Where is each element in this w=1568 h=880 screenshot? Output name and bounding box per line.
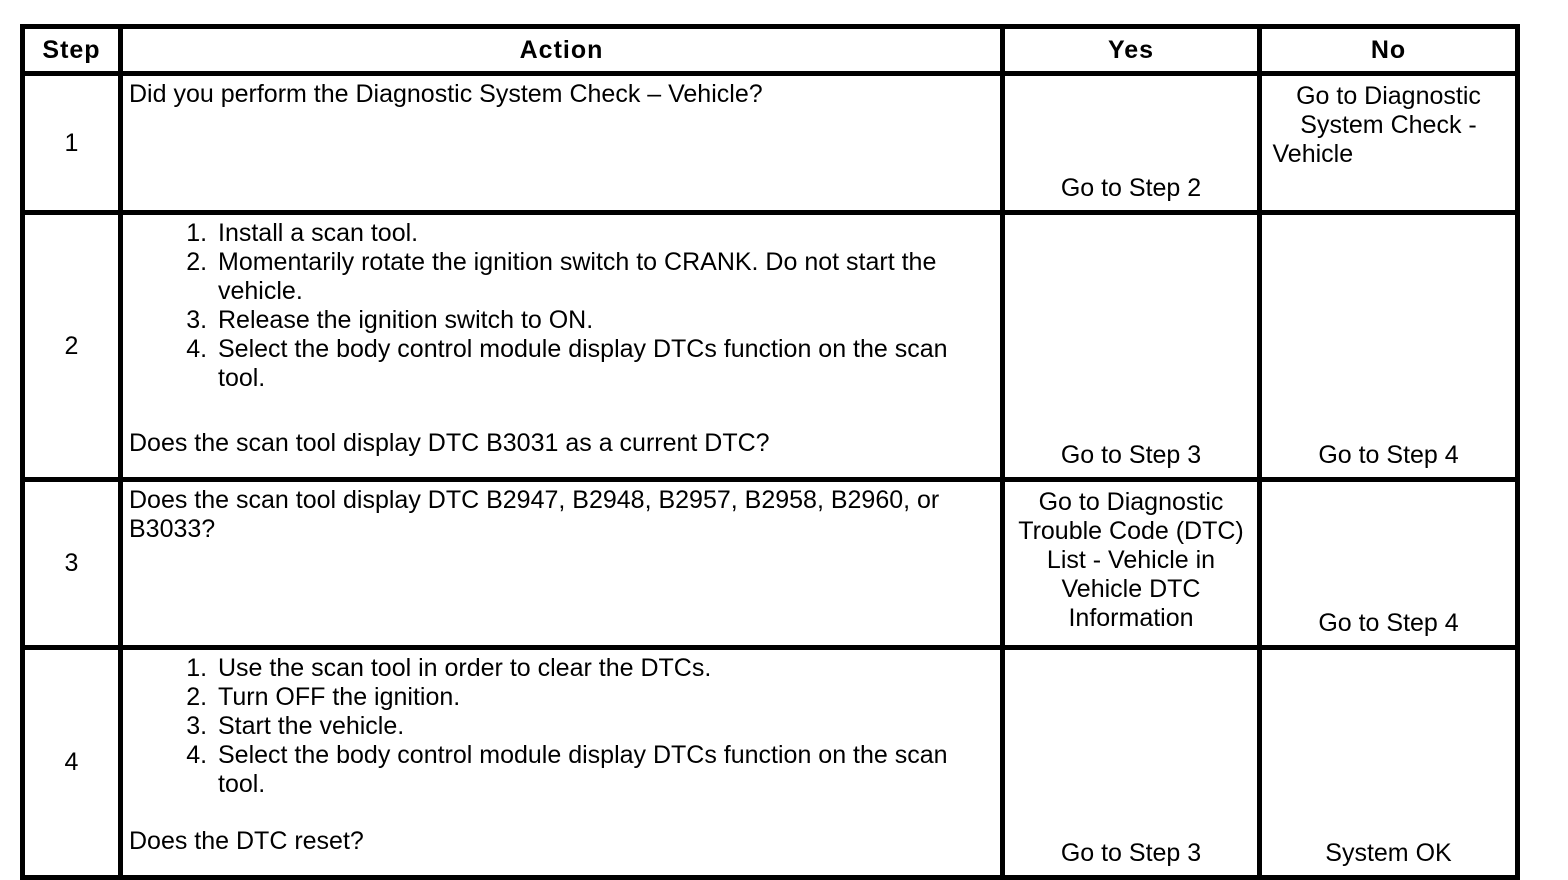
action-cell: Use the scan tool in order to clear the … bbox=[118, 645, 1005, 880]
yes-cell-text: Go to Step 2 bbox=[1060, 174, 1202, 202]
yes-cell: Go to Diagnostic Trouble Code (DTC) List… bbox=[1000, 477, 1262, 650]
action-list: Use the scan tool in order to clear the … bbox=[129, 654, 992, 799]
no-cell: Go to Step 4 bbox=[1257, 477, 1520, 650]
action-cell: Install a scan tool.Momentarily rotate t… bbox=[118, 210, 1005, 482]
action-content: Did you perform the Diagnostic System Ch… bbox=[129, 80, 992, 191]
action-question: Did you perform the Diagnostic System Ch… bbox=[129, 80, 763, 108]
action-list-item: Start the vehicle. bbox=[214, 712, 992, 741]
yes-cell-text: Go to Step 3 bbox=[1060, 441, 1202, 469]
no-cell-text: Go to Step 4 bbox=[1318, 609, 1459, 637]
action-content: Install a scan tool.Momentarily rotate t… bbox=[129, 219, 992, 458]
step-number-cell: 2 bbox=[20, 210, 123, 482]
step-number-cell: 3 bbox=[20, 477, 123, 650]
action-list-item: Select the body control module display D… bbox=[214, 741, 992, 799]
step-number-cell: 4 bbox=[20, 645, 123, 880]
action-list-item: Momentarily rotate the ignition switch t… bbox=[214, 248, 992, 306]
yes-cell-text: Go to Step 3 bbox=[1060, 839, 1202, 867]
action-list-item: Install a scan tool. bbox=[214, 219, 992, 248]
column-header-step: Step bbox=[20, 24, 123, 76]
action-cell: Did you perform the Diagnostic System Ch… bbox=[118, 71, 1005, 215]
action-question: Does the scan tool display DTC B3031 as … bbox=[129, 429, 770, 457]
yes-cell-text: Go to Diagnostic Trouble Code (DTC) List… bbox=[1018, 488, 1244, 632]
no-cell: System OK bbox=[1257, 645, 1520, 880]
column-header-action: Action bbox=[118, 24, 1005, 76]
action-list-item: Release the ignition switch to ON. bbox=[214, 306, 992, 335]
table-row: 4 Use the scan tool in order to clear the… bbox=[20, 645, 1520, 880]
action-question: Does the scan tool display DTC B2947, B2… bbox=[129, 486, 940, 543]
no-cell-text: Go to Step 4 bbox=[1318, 441, 1459, 469]
action-list-item: Turn OFF the ignition. bbox=[214, 683, 992, 712]
no-cell: Go to Diagnostic System Check - Vehicle bbox=[1257, 71, 1520, 215]
column-header-yes: Yes bbox=[1000, 24, 1262, 76]
action-list: Install a scan tool.Momentarily rotate t… bbox=[129, 219, 992, 393]
header-row: Step Action Yes No bbox=[20, 24, 1520, 76]
action-list-item: Select the body control module display D… bbox=[214, 335, 992, 393]
yes-cell: Go to Step 3 bbox=[1000, 645, 1262, 880]
yes-cell: Go to Step 3 bbox=[1000, 210, 1262, 482]
yes-cell: Go to Step 2 bbox=[1000, 71, 1262, 215]
step-number-cell: 1 bbox=[20, 71, 123, 215]
action-content: Use the scan tool in order to clear the … bbox=[129, 654, 992, 856]
column-header-no: No bbox=[1257, 24, 1520, 76]
no-cell-text: System OK bbox=[1325, 839, 1452, 867]
action-list-item: Use the scan tool in order to clear the … bbox=[214, 654, 992, 683]
no-cell: Go to Step 4 bbox=[1257, 210, 1520, 482]
table-row: 2Install a scan tool.Momentarily rotate … bbox=[20, 210, 1520, 482]
no-cell-text: Go to Diagnostic System Check - Vehicle bbox=[1272, 82, 1481, 168]
action-content: Does the scan tool display DTC B2947, B2… bbox=[129, 486, 992, 626]
action-cell: Does the scan tool display DTC B2947, B2… bbox=[118, 477, 1005, 650]
